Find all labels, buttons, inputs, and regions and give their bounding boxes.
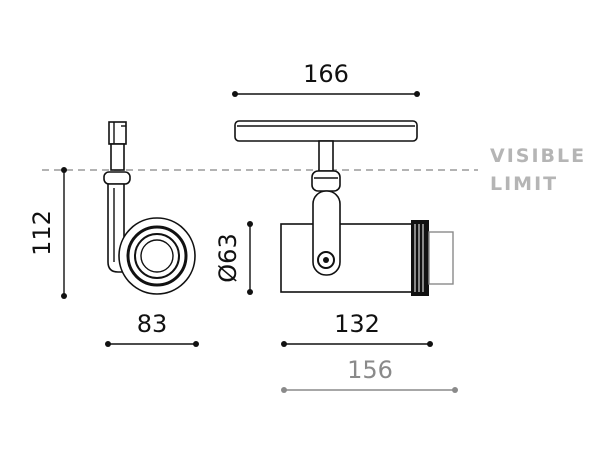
dimension-height-label: 112 [28, 210, 56, 256]
dimension-diameter-label: Ø63 [214, 233, 242, 282]
dimension-body-length-label: 132 [334, 310, 380, 338]
side-head-ring-inner [134, 233, 180, 279]
front-stem [318, 140, 334, 172]
dimension-body-length: 132 [281, 310, 433, 347]
front-collar [311, 170, 341, 192]
dimension-side-width-label: 83 [137, 310, 168, 338]
side-adapter-stem [110, 143, 125, 171]
front-view [234, 120, 454, 296]
dimension-diameter: Ø63 [214, 221, 253, 295]
visible-limit-label-line1: VISIBLE [490, 145, 586, 167]
visible-limit-label-line2: LIMIT [490, 173, 558, 195]
dimension-total-length-label: 156 [347, 356, 393, 384]
side-view [103, 121, 196, 295]
front-heatsink [411, 220, 429, 296]
dimension-top-width: 166 [232, 60, 420, 97]
dimension-side-width: 83 [105, 310, 199, 347]
side-collar [103, 171, 131, 185]
side-head-lens [140, 239, 174, 273]
front-extension [428, 231, 454, 285]
dimension-top-width-label: 166 [303, 60, 349, 88]
front-body [280, 223, 413, 293]
dimension-height: 112 [28, 167, 67, 299]
dimension-total-length: 156 [281, 356, 458, 393]
front-track-plate [234, 120, 418, 142]
